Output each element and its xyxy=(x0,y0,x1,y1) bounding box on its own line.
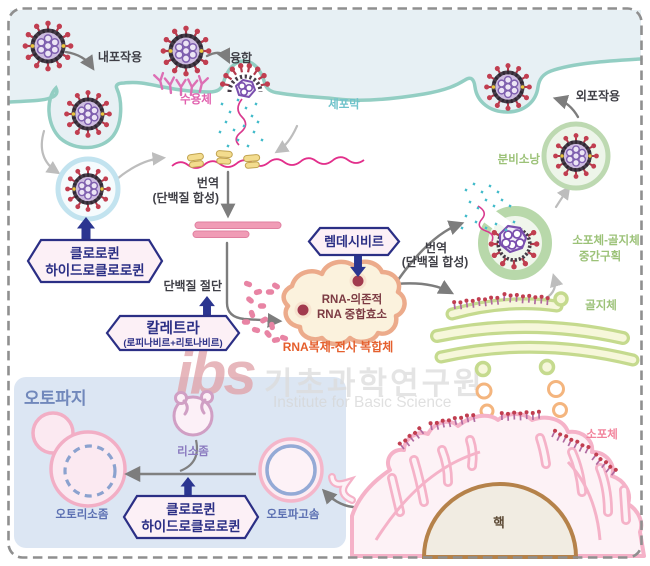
drug-label: (로피나비르+리토나비르) xyxy=(123,337,222,349)
lysosome-merge-line xyxy=(179,439,198,473)
nucleus-label: 핵 xyxy=(493,515,505,530)
rna-fragments-fusion xyxy=(218,98,264,148)
polymerase-site xyxy=(294,301,312,319)
fusion-arrow xyxy=(205,47,230,64)
cleaved-protein-blobs xyxy=(241,280,289,344)
pit-to-endosome-arrow xyxy=(40,129,61,175)
lysosome-label: 리소좀 xyxy=(177,444,209,458)
cleavage-label: 단백질 절단 xyxy=(163,278,222,293)
nucleocapsid xyxy=(498,224,528,254)
lysosome xyxy=(172,390,214,437)
receptor-label: 수용체 xyxy=(180,92,212,106)
drug-label: 하이드로클로로퀸 xyxy=(45,262,144,278)
nucleus: 핵 xyxy=(421,482,579,559)
viral-mrna xyxy=(171,156,365,169)
fusing-virus xyxy=(220,63,271,146)
rdrp-label-line2: RNA 중합효소 xyxy=(317,307,387,321)
drug-label: 렘데시비르 xyxy=(324,234,384,249)
secretory-vesicle xyxy=(541,121,611,191)
process-arrows xyxy=(40,47,580,509)
translation1-label-line1: 번역 xyxy=(197,175,219,190)
ribosome xyxy=(186,152,206,169)
virus-particle xyxy=(23,21,74,72)
transport-vesicles xyxy=(475,380,568,419)
figure-border xyxy=(7,7,643,559)
cell-membrane-label: 세포막 xyxy=(328,97,360,111)
exocytosis-label: 외포작용 xyxy=(576,88,620,103)
er-label: 소포체 xyxy=(586,427,618,441)
release-to-mrna-arrow xyxy=(274,124,299,154)
drug-badge-chloroquine-top: 클로로퀸 하이드로클로로퀸 xyxy=(26,238,164,284)
golgi-apparatus xyxy=(430,291,640,378)
autophagosome xyxy=(258,437,324,503)
secretory-vesicle-label: 분비소낭 xyxy=(498,152,541,166)
golgi-to-ergic-arrow xyxy=(544,273,564,300)
drug-label: 하이드로클로로퀸 xyxy=(141,518,240,534)
ergic-compartment xyxy=(470,200,552,280)
autolysosome xyxy=(31,411,127,508)
drug-badge-remdesivir: 렘데시비르 xyxy=(307,226,401,257)
rdrp-label-line1: RNA-의존적 xyxy=(322,292,382,306)
endosome xyxy=(55,156,121,222)
cleavage-arrow xyxy=(225,241,283,328)
rna-replication-transcription-complex: RNA-의존적 RNA 중합효소 xyxy=(281,259,407,347)
rtc-to-ergic-arrow xyxy=(396,220,465,282)
translation2-label-line2: (단백질 합성) xyxy=(402,254,469,269)
translation2-label-line1: 번역 xyxy=(425,240,447,255)
budding-virus xyxy=(487,227,541,271)
ergic-to-vesicle-arrow xyxy=(554,185,571,209)
receptors xyxy=(152,71,210,97)
extracellular-space xyxy=(10,10,641,148)
polyprotein-bars xyxy=(192,221,282,238)
virus-particle xyxy=(161,26,212,77)
endocytosis-arrow xyxy=(64,50,95,71)
ribosome xyxy=(215,149,233,165)
endocytosis-label: 내포작용 xyxy=(98,49,142,64)
autophagy-title: 오토파지 xyxy=(24,389,87,408)
drug-badge-chloroquine-autophagy: 클로로퀸 하이드로클로로퀸 xyxy=(122,494,260,540)
virus-particle xyxy=(64,90,112,138)
rtc-label: RNA복제-전사 복합체 xyxy=(283,339,394,354)
rna-strand xyxy=(477,205,494,242)
autophagosome-label: 오토파고솜 xyxy=(267,507,320,521)
fusion-label: 융합 xyxy=(230,50,252,65)
released-rna xyxy=(235,98,247,146)
drug-badge-kaletra: 칼레트라 (로피나비르+리토나비르) xyxy=(105,314,241,352)
endosome-to-mrna-arrow xyxy=(115,152,167,181)
ergic-label-line2: 중간구획 xyxy=(579,249,621,263)
virus-particle xyxy=(484,63,532,111)
ribosome xyxy=(242,153,261,170)
drug-label: 클로로퀸 xyxy=(166,501,216,517)
translation1-label-line2: (단백질 합성) xyxy=(152,190,219,205)
rtc-to-golgi-arrow xyxy=(394,279,455,295)
autolysosome-label: 오토리소좀 xyxy=(56,507,109,521)
drug-label: 클로로퀸 xyxy=(70,245,120,261)
golgi-label: 골지체 xyxy=(585,298,617,312)
ergic-label-line1: 소포체-골지체 xyxy=(572,233,639,247)
cell-membrane xyxy=(8,57,643,150)
drug-label: 칼레트라 xyxy=(146,320,200,337)
exocytosis-arrow xyxy=(552,94,580,119)
